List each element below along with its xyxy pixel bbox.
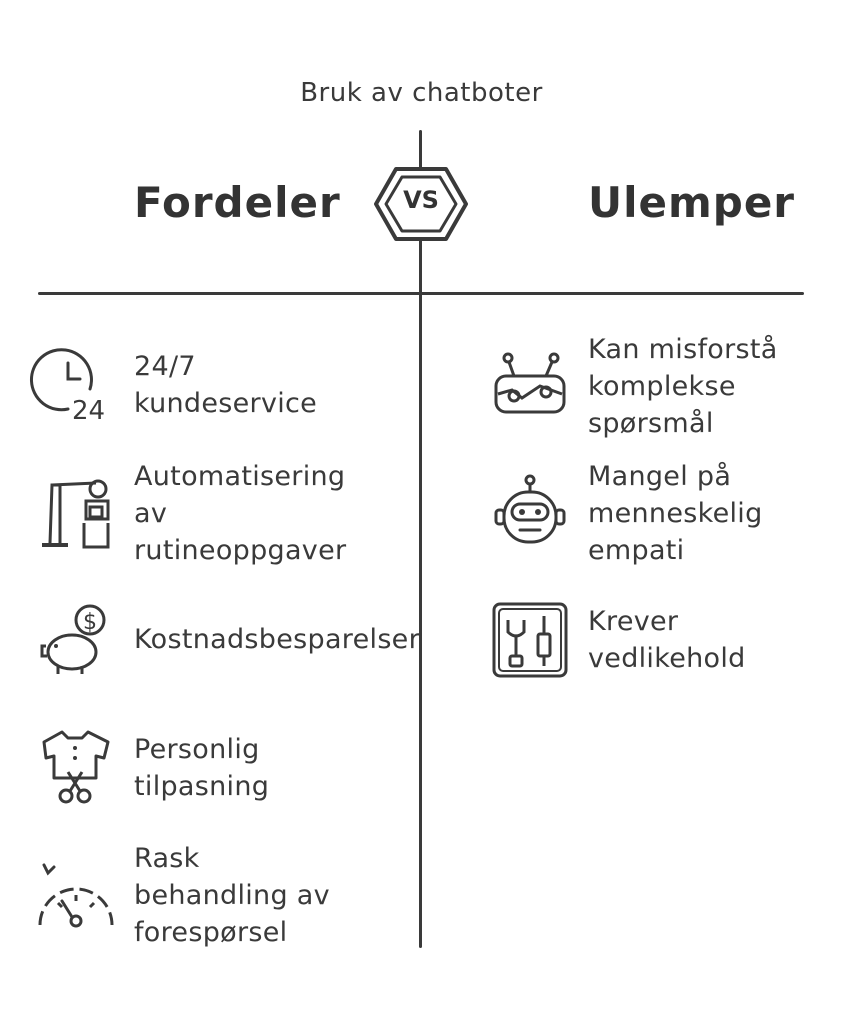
- svg-text:$: $: [83, 610, 97, 635]
- pros-item-label: Personlig tilpasning: [134, 734, 270, 802]
- vertical-divider: [419, 130, 422, 948]
- tailored-shirt-icon: [42, 730, 110, 804]
- vs-label: VS: [403, 186, 439, 214]
- cons-heading: Ulemper: [588, 178, 796, 227]
- cons-item-label: Kan misforstå komplekse spørsmål: [588, 334, 778, 439]
- pros-item-label: Kostnadsbesparelser: [134, 624, 420, 655]
- clock-24-icon: 24: [29, 348, 105, 426]
- pros-item-label: Automatisering av rutineoppgaver: [134, 461, 347, 566]
- svg-text:24: 24: [72, 396, 105, 426]
- robot-head-icon: [494, 474, 566, 544]
- robot-arm-icon: [42, 479, 110, 549]
- diagram-title: Bruk av chatboter: [300, 78, 543, 108]
- horizontal-divider: [38, 292, 804, 295]
- pros-item-label: 24/7 kundeservice: [134, 351, 318, 419]
- cons-item-label: Mangel på menneskelig empati: [588, 461, 763, 566]
- piggy-bank-icon: $: [40, 604, 106, 674]
- pros-heading: Fordeler: [134, 178, 341, 227]
- vs-badge-shape: [374, 167, 468, 241]
- cons-item-label: Krever vedlikehold: [588, 606, 746, 674]
- speedometer-icon: [38, 863, 114, 928]
- tools-icon: [492, 602, 568, 678]
- confused-robot-icon: [494, 352, 566, 414]
- pros-item-label: Rask behandling av forespørsel: [134, 843, 330, 948]
